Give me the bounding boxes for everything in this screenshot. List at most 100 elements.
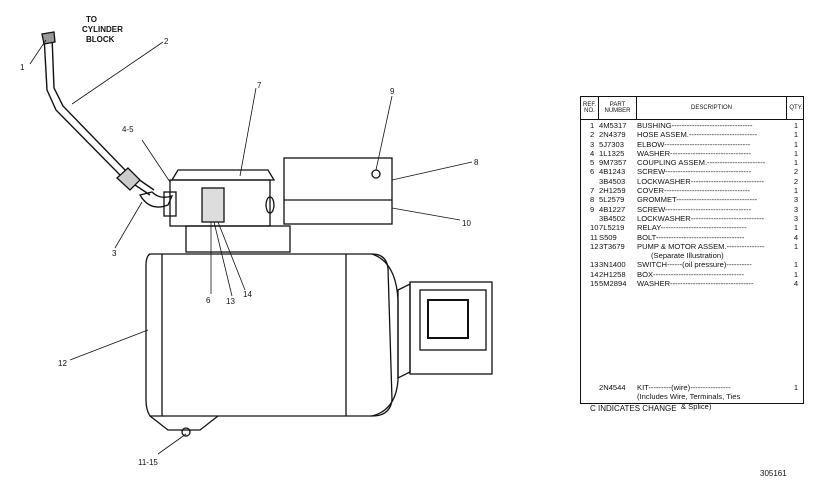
part-number: 7L5219	[599, 224, 625, 233]
quantity: 1	[793, 131, 799, 140]
ref-no: 12	[590, 242, 599, 251]
quantity: 1	[793, 261, 799, 270]
callout-11-15: 11-15	[138, 458, 158, 467]
elbow	[138, 191, 174, 208]
kit-part: 2N4544	[599, 384, 626, 392]
quantity: 1	[793, 159, 799, 168]
quantity: 1	[793, 140, 799, 149]
parts-table-body: C14M5317BUSHING-------------------------…	[580, 120, 804, 410]
part-number: 9M7357	[599, 159, 627, 168]
part-number: 4M5317	[599, 122, 627, 130]
hose-outline-inner	[51, 35, 155, 191]
note-to-cylinder-block-1: TO	[86, 15, 97, 24]
description: WASHER---------------------------------	[637, 280, 754, 289]
figure-number: 305161	[760, 469, 787, 478]
description: WASHER--------------------------------	[637, 149, 751, 158]
quantity: 1	[793, 187, 799, 196]
callout-14: 14	[243, 290, 252, 299]
kit-desc: KIT---------(wire)----------------	[637, 384, 731, 392]
callout-9: 9	[390, 87, 395, 96]
ref-no: 4	[590, 149, 595, 158]
pump-flange	[409, 281, 493, 375]
part-number: 4B1227	[599, 205, 626, 214]
quantity: 1	[793, 122, 799, 130]
ref-no: 9	[590, 205, 595, 214]
part-number	[599, 252, 637, 261]
description: COUPLING ASSEM.-----------------------	[637, 159, 766, 168]
quantity: 4	[793, 280, 799, 289]
ref-no: 11	[590, 233, 598, 242]
part-number: 1L1325	[599, 149, 625, 158]
description: LOCKWASHER-----------------------------	[637, 177, 765, 186]
change-footnote: C INDICATES CHANGE	[590, 404, 677, 413]
description: GROMMET--------------------------------	[637, 196, 758, 205]
description: LOCKWASHER-----------------------------	[637, 214, 765, 223]
quantity: 1	[793, 270, 799, 279]
note-to-cylinder-block-2: CYLINDER	[82, 25, 123, 34]
pump-port	[427, 299, 469, 339]
description: BOLT-----------------------------------	[637, 233, 745, 242]
quantity: 1	[793, 149, 799, 158]
header-ref-no: REF. NO.	[581, 97, 599, 119]
part-number: S509	[599, 233, 617, 242]
description: (Separate Illustration)	[651, 252, 724, 261]
kit-desc-2: (Includes Wire, Terminals, Ties	[637, 393, 741, 402]
pump-face	[419, 289, 487, 351]
quantity: 1	[793, 242, 799, 251]
callout-2: 2	[164, 37, 169, 46]
callout-6: 6	[206, 296, 211, 305]
hose-fitting	[116, 167, 141, 191]
description: SCREW----------------------------------	[637, 205, 752, 214]
table-row: C35J7303ELBOW---------------------------…	[581, 141, 803, 150]
ref-no: 1	[590, 122, 595, 130]
ref-no: 7	[590, 187, 595, 196]
part-number: 5J7303	[599, 140, 624, 149]
table-row: (Separate Illustration)	[581, 252, 803, 261]
parts-table: REF. NO. PART NUMBER DESCRIPTION QTY. C1…	[580, 96, 804, 410]
part-number: 3T3679	[599, 242, 625, 251]
description: SWITCH------(oil pressure)----------	[637, 261, 752, 270]
ref-no: 5	[590, 159, 595, 168]
ref-no: 10	[590, 224, 599, 233]
ref-no: 3	[590, 140, 595, 149]
motor-end-bell	[371, 253, 399, 417]
ref-no	[590, 252, 599, 261]
hose-outline	[43, 35, 151, 196]
ref-no	[590, 178, 599, 187]
callout-10: 10	[462, 219, 471, 228]
ref-no: 2	[590, 131, 595, 140]
header-description: DESCRIPTION	[637, 97, 787, 119]
ref-no: 6	[590, 168, 595, 177]
part-number: 4B1243	[599, 168, 626, 177]
ref-no: 15	[590, 280, 599, 289]
description: RELAY----------------------------------	[637, 224, 747, 233]
motor-body	[145, 253, 393, 417]
relay-screw	[371, 169, 381, 179]
part-number: 2H1259	[599, 187, 626, 196]
table-row: C22N4379HOSE ASSEM.---------------------…	[581, 131, 803, 140]
part-number: 5M2894	[599, 280, 627, 289]
quantity: 3	[793, 205, 799, 214]
switch	[201, 187, 225, 223]
relay-box	[283, 157, 393, 225]
ref-no: 8	[590, 196, 595, 205]
base-bolt	[181, 427, 191, 437]
quantity: 3	[793, 214, 799, 223]
parts-rows: C14M5317BUSHING-------------------------…	[581, 120, 803, 289]
pump-body	[397, 282, 411, 380]
kit-row: 2N4544 KIT---------(wire)---------------…	[581, 384, 803, 412]
quantity: 2	[793, 177, 799, 186]
callout-12: 12	[58, 359, 67, 368]
motor-foot	[149, 415, 219, 431]
callout-3: 3	[112, 249, 117, 258]
